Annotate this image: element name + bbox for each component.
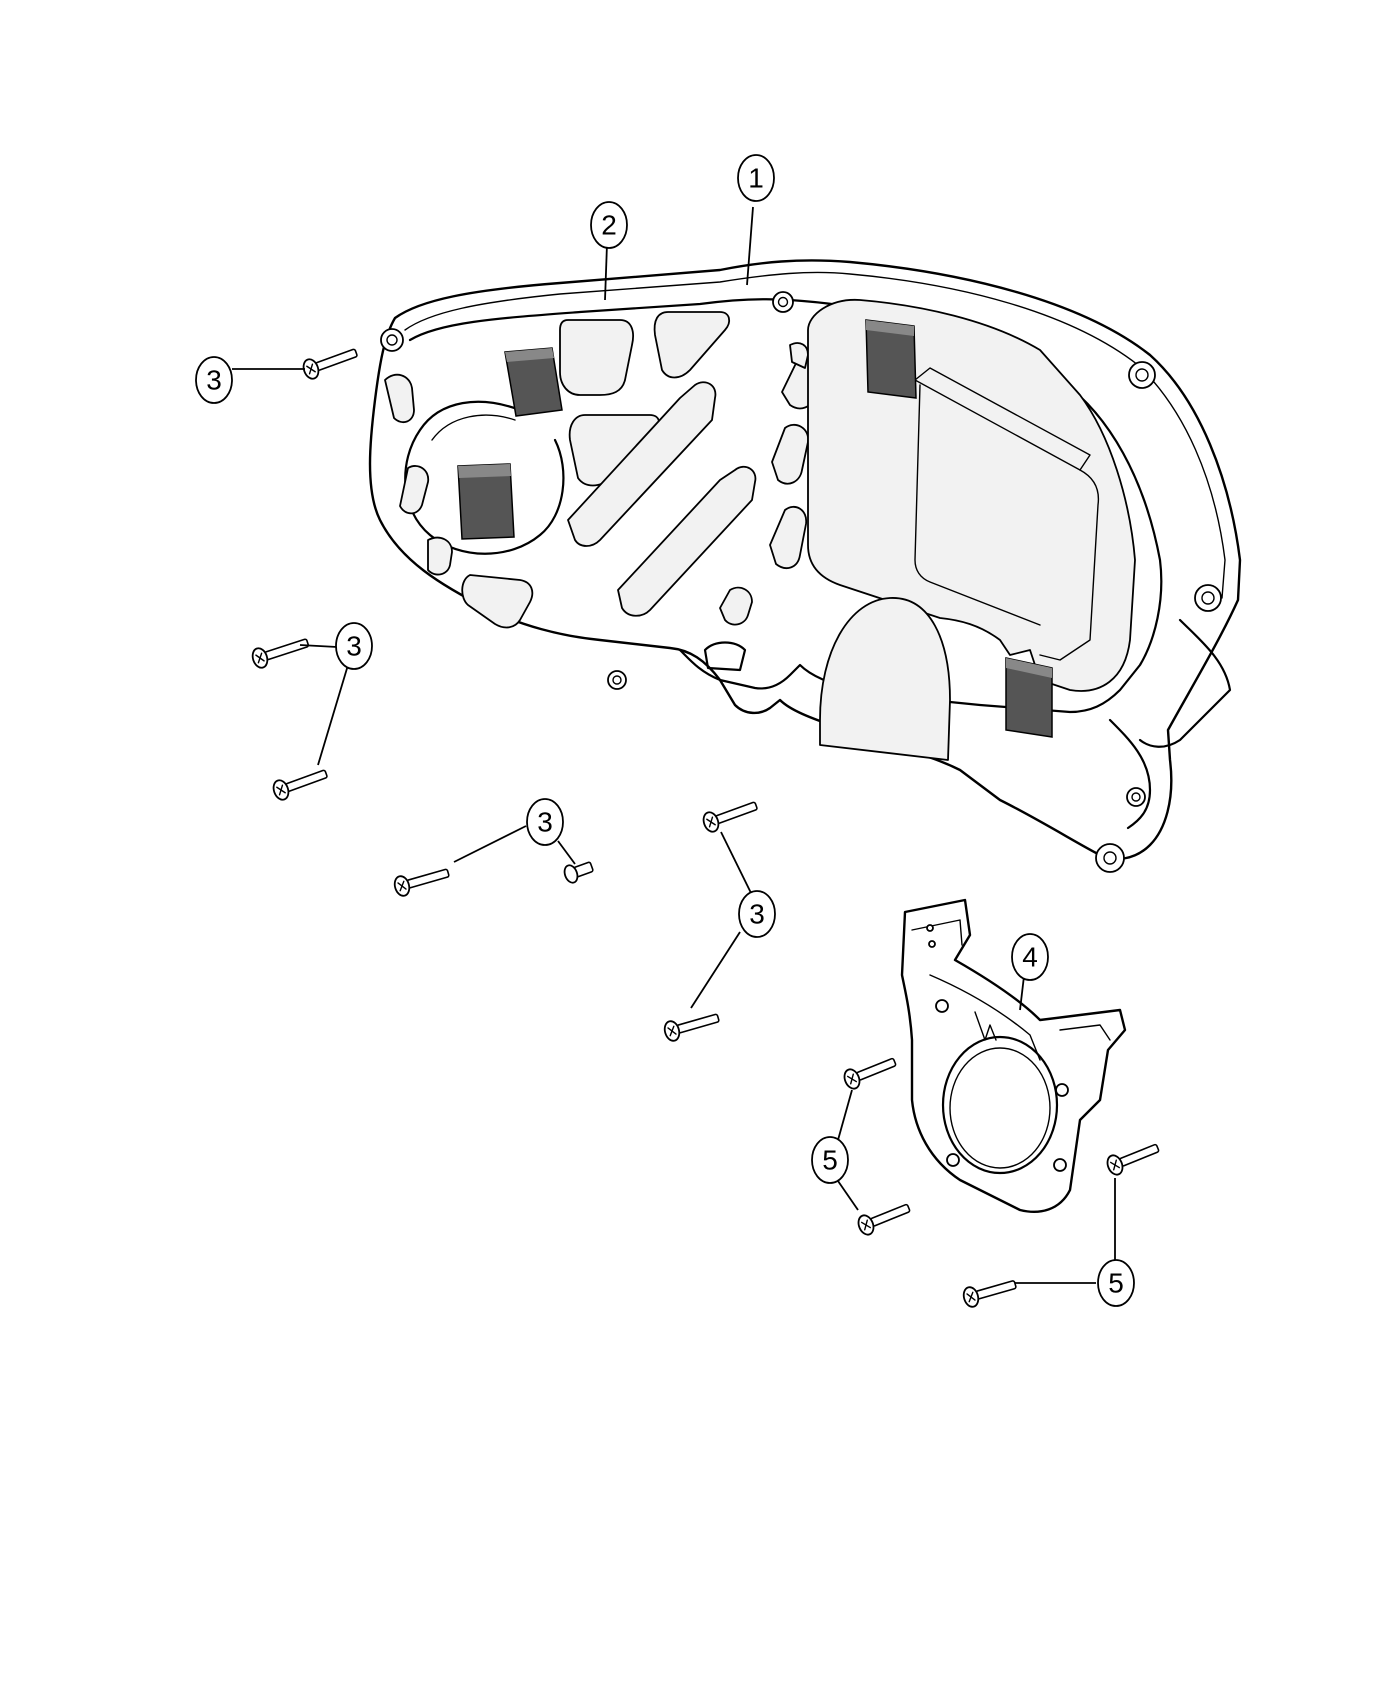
callout-5-label: 5: [1108, 1268, 1124, 1299]
mounting-boss: [1128, 361, 1156, 389]
timing-cover-part: [368, 259, 1242, 873]
callout-3-label: 3: [749, 899, 765, 930]
bolt: [272, 769, 328, 801]
callout-2: 2: [590, 201, 628, 249]
leader-lines: [232, 206, 1116, 1284]
callout-3-label: 3: [537, 807, 553, 838]
bolt: [302, 348, 358, 380]
bolt: [843, 1057, 897, 1090]
foam-pad: [504, 347, 563, 417]
callout-5: 5: [811, 1136, 849, 1184]
mounting-boss: [1194, 584, 1222, 612]
mounting-boss: [607, 670, 627, 690]
callout-1: 1: [737, 154, 775, 202]
callout-2-label: 2: [601, 210, 617, 241]
bolt: [1106, 1143, 1160, 1176]
callout-3: 3: [335, 622, 373, 670]
rear-timing-cover-part: [900, 898, 1127, 1213]
bolt: [251, 638, 310, 669]
bolt: [663, 1013, 720, 1042]
callout-5: 5: [1097, 1259, 1135, 1307]
bolt: [962, 1280, 1017, 1308]
bolt: [702, 801, 758, 833]
foam-pad: [457, 463, 515, 540]
callout-5-label: 5: [822, 1145, 838, 1176]
mounting-boss: [380, 328, 404, 352]
mounting-boss: [1126, 787, 1146, 807]
bolt: [857, 1203, 911, 1236]
callout-3-label: 3: [206, 365, 222, 396]
callout-3: 3: [526, 798, 564, 846]
callout-3: 3: [738, 890, 776, 938]
foam-pad: [1005, 657, 1053, 738]
bolt: [393, 868, 450, 897]
mounting-boss: [772, 291, 794, 313]
bolt-short: [563, 861, 594, 884]
callout-1-label: 1: [748, 163, 764, 194]
callout-3-label: 3: [346, 631, 362, 662]
callout-4-label: 4: [1022, 942, 1038, 973]
callout-3: 3: [195, 356, 233, 404]
foam-pad: [865, 319, 917, 399]
callout-4: 4: [1011, 933, 1049, 981]
mounting-boss: [1095, 843, 1125, 873]
